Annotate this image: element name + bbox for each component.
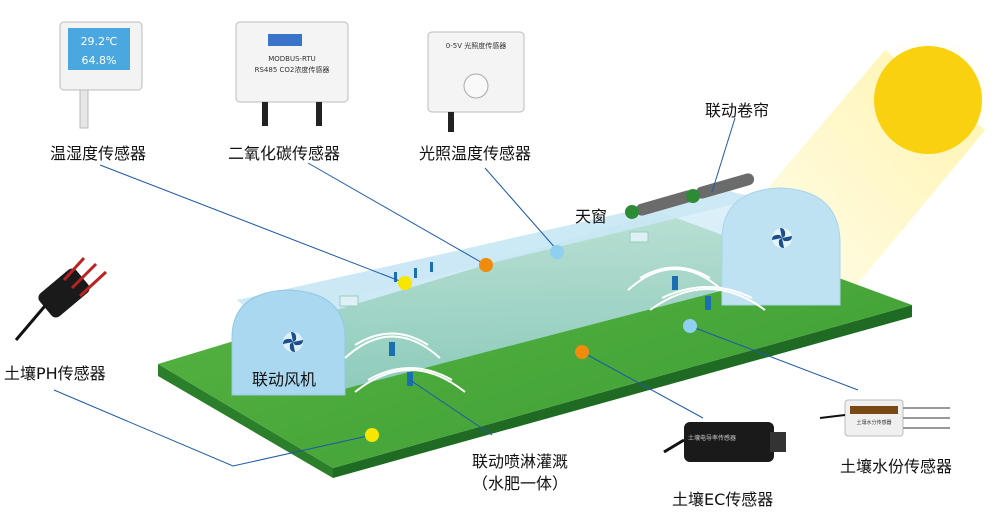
label-skylight: 天窗: [575, 207, 608, 226]
greenhouse-tunnel-body: [237, 190, 840, 390]
soil-ec-sensor-device: 土壤电导率传感器: [663, 422, 786, 462]
fan-icon: [772, 228, 792, 248]
sensor-dot-co2: [479, 258, 493, 272]
label-co2-sensor: 二氧化碳传感器: [228, 144, 341, 163]
skylight-window: [339, 295, 359, 307]
label-roller-blind: 联动卷帘: [705, 101, 770, 120]
ground-front: [333, 305, 912, 478]
label-temp-humidity-sensor: 温湿度传感器: [50, 144, 147, 163]
light-name-text: 0-5V 光照度传感器: [446, 41, 506, 50]
leader-lines: [53, 117, 859, 467]
label-light-temp-sensor: 光照温度传感器: [419, 144, 532, 163]
label-sprinkler-sub: （水肥一体）: [472, 474, 569, 493]
label-fan: 联动风机: [252, 370, 317, 389]
thermo-temp-readout: 29.2℃: [81, 35, 118, 48]
sensor-dot-ec: [575, 345, 589, 359]
sensor-dot-light: [550, 245, 564, 259]
sensor-dot-temp-humidity: [398, 276, 412, 290]
skylight-window: [629, 231, 649, 243]
label-sprinkler: 联动喷淋灌溉: [472, 452, 569, 471]
moisture-device-text: 土壤水分传感器: [856, 419, 891, 426]
co2-sensor-device: MODBUS-RTU RS485 CO2浓度传感器: [235, 21, 349, 126]
co2-name-text: RS485 CO2浓度传感器: [255, 65, 330, 74]
soil-moisture-sensor-device: 土壤水分传感器: [819, 399, 950, 437]
label-soil-ph-sensor: 土壤PH传感器: [4, 364, 106, 383]
ground-side: [158, 364, 333, 478]
temp-humidity-device: 29.2℃ 64.8%: [59, 21, 143, 129]
sensor-dot-moisture: [683, 319, 697, 333]
sprinkler-group: [344, 266, 766, 393]
label-soil-ec-sensor: 土壤EC传感器: [672, 490, 774, 509]
light-sensor-device: 0-5V 光照度传感器: [427, 31, 525, 132]
sensor-dot-ph: [365, 428, 379, 442]
sprinkler-head-icon: [389, 262, 711, 386]
greenhouse-roof: [250, 190, 760, 312]
roller-blind-icon: [625, 173, 755, 219]
co2-model-text: MODBUS-RTU: [268, 55, 316, 63]
sun-icon: [874, 46, 982, 154]
fan-icon: [283, 332, 303, 352]
label-soil-moisture-sensor: 土壤水份传感器: [840, 457, 953, 476]
ec-device-text: 土壤电导率传感器: [688, 434, 736, 442]
thermo-hum-readout: 64.8%: [82, 54, 117, 67]
soil-ph-probe-device: [14, 256, 108, 341]
